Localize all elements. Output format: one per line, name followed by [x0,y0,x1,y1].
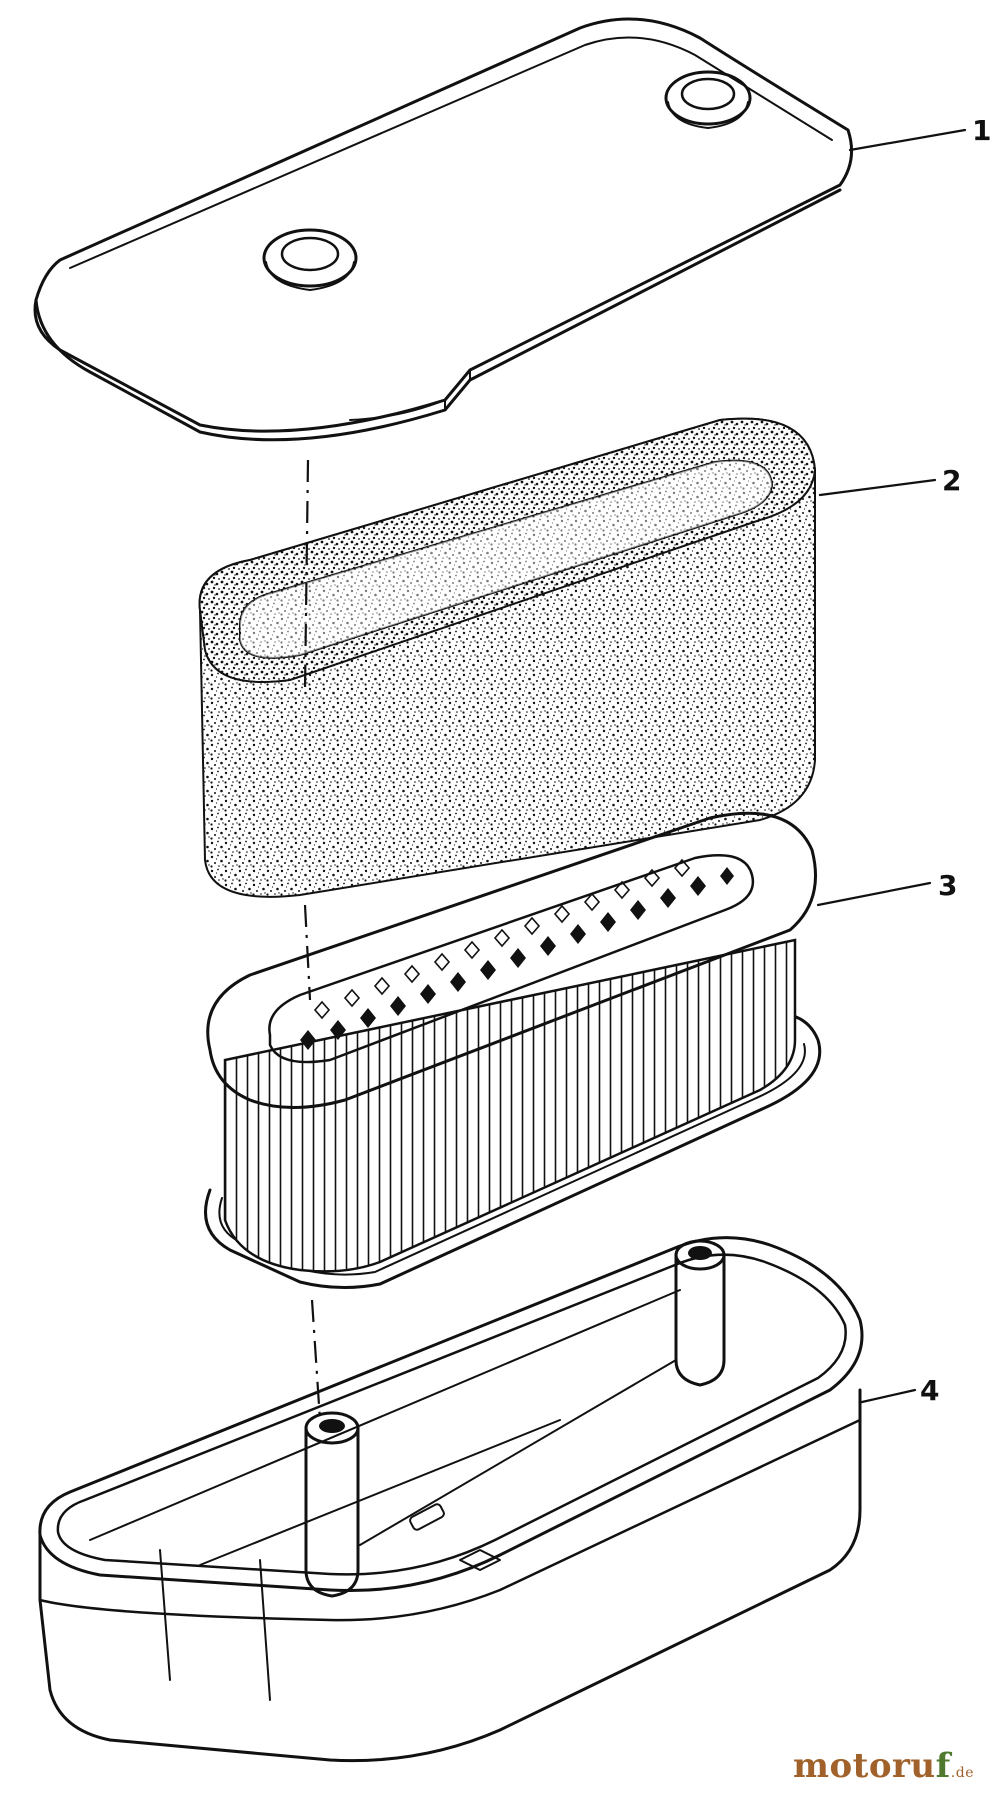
base-post-left [304,1411,360,1598]
motoruf-watermark: motoruf.de [793,1746,974,1786]
foam-pre-cleaner [198,417,817,898]
callout-2: 2 [818,464,961,497]
callout-3: 3 [816,869,957,907]
air-cleaner-cover [33,17,854,442]
cover-boss-left [262,228,358,291]
base-post-right [674,1239,726,1387]
callout-1: 1 [848,114,991,152]
cover-boss-right [664,70,752,129]
watermark-tld: .de [950,1765,974,1781]
callout-label-4: 4 [920,1374,939,1407]
assembly-axis-line [303,459,322,1421]
callout-label-1: 1 [972,114,991,147]
callout-4: 4 [860,1374,939,1407]
callout-label-2: 2 [942,464,961,497]
watermark-accent: f [935,1746,951,1786]
paper-filter-cartridge [204,811,822,1290]
watermark-main: motoru [792,1746,936,1786]
callout-label-3: 3 [938,869,957,902]
air-cleaner-base [38,1236,864,1763]
